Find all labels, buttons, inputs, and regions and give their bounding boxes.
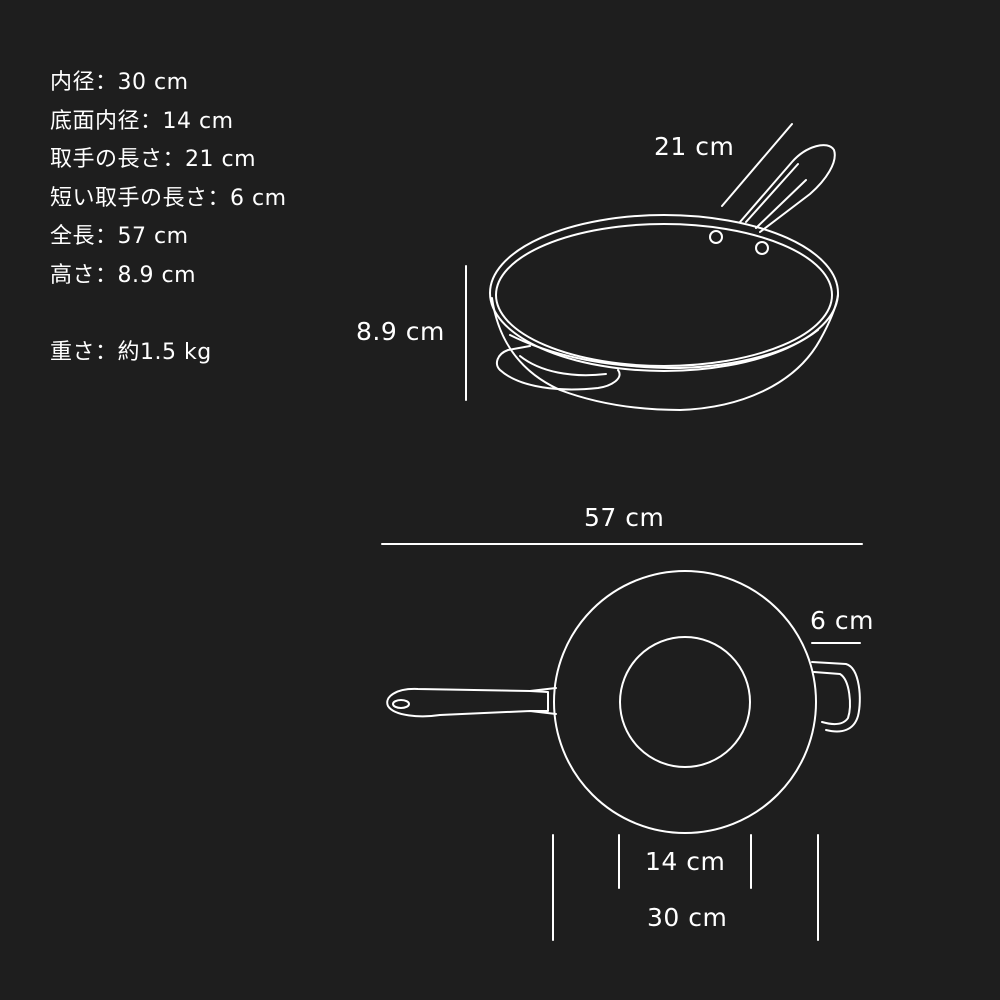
pan-long-handle-inner: [745, 163, 807, 229]
handle-dimension-label: 21 cm: [654, 132, 735, 161]
inner-diameter-dimension-label: 30 cm: [647, 903, 728, 932]
spec-inner-diameter: 内径：30 cm: [50, 70, 189, 95]
pan-bottom-circle: [619, 636, 751, 768]
pan-long-handle-top: [386, 687, 557, 718]
pan-body-base-line: [509, 329, 819, 369]
total-length-dimension-label: 57 cm: [584, 503, 665, 532]
pan-short-handle-top: [811, 661, 861, 733]
spec-handle-length: 取手の長さ：21 cm: [50, 147, 257, 172]
pan-short-handle-top-inner: [813, 671, 851, 726]
rivet: [709, 230, 723, 244]
handle-dimension-line: [721, 123, 793, 207]
spec-total-length: 全長：57 cm: [50, 224, 189, 249]
pan-long-handle: [739, 144, 836, 233]
handle-hang-hole: [392, 699, 410, 709]
spec-short-handle-length: 短い取手の長さ：6 cm: [50, 185, 287, 211]
short-handle-dimension-label: 6 cm: [810, 606, 874, 635]
pan-outer-circle: [553, 570, 817, 834]
pan-body: [491, 294, 839, 411]
pan-short-handle: [495, 345, 621, 391]
spec-list: 内径：30 cm 底面内径：14 cm 取手の長さ：21 cm 短い取手の長さ：…: [50, 64, 287, 372]
pan-rim-inner: [495, 223, 833, 367]
height-dimension-label: 8.9 cm: [356, 317, 445, 346]
pan-rim-outer: [489, 214, 839, 372]
pan-long-handle-top-grip: [529, 690, 549, 712]
pan-top-view: [381, 543, 863, 941]
spec-height: 高さ：8.9 cm: [50, 262, 197, 288]
spec-bottom-inner-diameter: 底面内径：14 cm: [50, 108, 234, 134]
pan-side-view: [465, 123, 839, 411]
pan-short-handle-inner: [519, 355, 607, 377]
spec-weight: 重さ：約1.5 kg: [50, 339, 212, 365]
bottom-diameter-dimension-label: 14 cm: [645, 847, 726, 876]
rivet: [755, 241, 769, 255]
